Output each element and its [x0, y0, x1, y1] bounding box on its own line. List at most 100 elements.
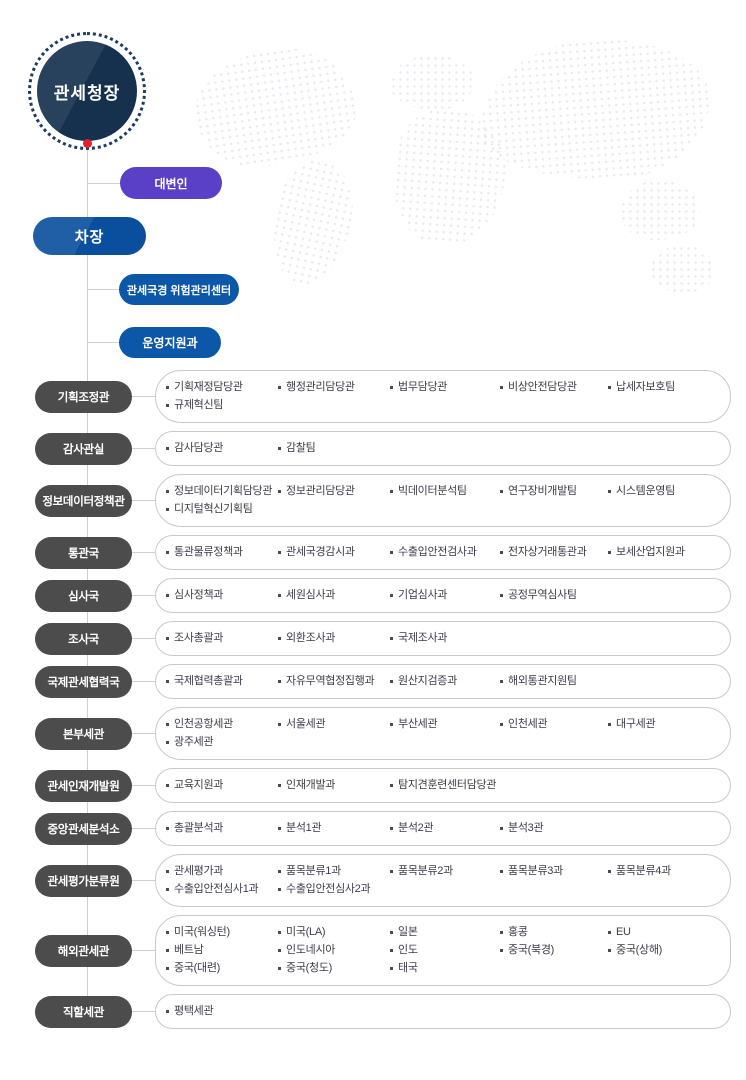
- unit-item: 광주세관: [166, 735, 278, 750]
- bullet-icon: [608, 949, 611, 952]
- department-pill: 정보데이터정책관: [35, 484, 132, 517]
- bullet-icon: [390, 723, 393, 726]
- unit-label: 중국(청도): [286, 962, 333, 974]
- bullet-icon: [278, 870, 281, 873]
- unit-label: 납세자보호팀: [616, 381, 675, 393]
- unit-item: 미국(LA): [278, 925, 390, 940]
- unit-label: 보세산업지원과: [616, 546, 685, 558]
- unit-item: EU: [608, 925, 714, 940]
- unit-item: 총괄분석과: [166, 821, 278, 836]
- department-pill: 관세인재개발원: [35, 769, 132, 802]
- unit-item: 법무담당관: [390, 380, 500, 395]
- bullet-icon: [390, 637, 393, 640]
- map-blob-asia: [475, 32, 715, 188]
- unit-label: 기업심사과: [398, 589, 448, 601]
- unit-item: 정보관리담당관: [278, 484, 390, 499]
- unit-label: 베트남: [174, 944, 204, 956]
- unit-item: 기획재정담당관: [166, 380, 278, 395]
- unit-item: 외환조사과: [278, 631, 390, 646]
- unit-item: 국제조사과: [390, 631, 500, 646]
- bullet-icon: [278, 888, 281, 891]
- unit-item: 보세산업지원과: [608, 545, 714, 560]
- unit-item: 분석1관: [278, 821, 390, 836]
- bullet-icon: [500, 680, 503, 683]
- unit-item: 일본: [390, 925, 500, 940]
- unit-label: 분석3관: [508, 822, 544, 834]
- unit-item: 서울세관: [278, 717, 390, 732]
- unit-item: 디지털혁신기획팀: [166, 502, 278, 517]
- unit-label: 서울세관: [286, 718, 326, 730]
- unit-item: 감찰팀: [278, 441, 390, 456]
- bullet-icon: [500, 386, 503, 389]
- unit-label: 시스템운영팀: [616, 485, 675, 497]
- bullet-icon: [166, 386, 169, 389]
- unit-label: 미국(LA): [286, 926, 326, 938]
- unit-label: 관세국경감시과: [286, 546, 355, 558]
- bullet-icon: [166, 508, 169, 511]
- unit-label: 총괄분석과: [174, 822, 224, 834]
- bullet-icon: [500, 723, 503, 726]
- bullet-icon: [608, 551, 611, 554]
- unit-label: 세원심사과: [286, 589, 336, 601]
- department-pill: 관세평가분류원: [35, 864, 132, 897]
- bullet-icon: [166, 741, 169, 744]
- bullet-icon: [166, 931, 169, 934]
- trunk-line: [87, 143, 88, 1005]
- connector-line: [132, 785, 155, 786]
- unit-label: 정보관리담당관: [286, 485, 355, 497]
- connector-line: [132, 552, 155, 553]
- unit-label: 부산세관: [398, 718, 438, 730]
- bullet-icon: [166, 594, 169, 597]
- unit-label: 분석1관: [286, 822, 322, 834]
- unit-label: 국제조사과: [398, 632, 448, 644]
- connector-line: [132, 1011, 155, 1012]
- bullet-icon: [278, 931, 281, 934]
- unit-item: 품목분류2과: [390, 864, 500, 879]
- unit-label: 인도: [398, 944, 418, 956]
- unit-label: 품목분류3과: [508, 865, 563, 877]
- connector-line: [132, 448, 155, 449]
- department-pill: 본부세관: [35, 717, 132, 750]
- department-pill: 중앙관세분석소: [35, 812, 132, 845]
- bullet-icon: [166, 637, 169, 640]
- unit-label: 조사총괄과: [174, 632, 224, 644]
- bullet-icon: [390, 386, 393, 389]
- bullet-icon: [500, 870, 503, 873]
- bullet-icon: [166, 827, 169, 830]
- department-pill: 직할세관: [35, 995, 132, 1028]
- bullet-icon: [278, 637, 281, 640]
- unit-label: 인재개발과: [286, 779, 336, 791]
- unit-item: 연구장비개발팀: [500, 484, 608, 499]
- unit-label: 감찰팀: [286, 442, 316, 454]
- unit-item: 비상안전담당관: [500, 380, 608, 395]
- unit-label: 품목분류2과: [398, 865, 453, 877]
- unit-label: 광주세관: [174, 736, 214, 748]
- operation-support-node: 운영지원과: [119, 327, 221, 358]
- unit-label: 외환조사과: [286, 632, 336, 644]
- unit-label: 중국(북경): [508, 944, 555, 956]
- unit-label: 디지털혁신기획팀: [174, 503, 253, 515]
- unit-label: 행정관리담당관: [286, 381, 355, 393]
- unit-item: 부산세관: [390, 717, 500, 732]
- unit-item: 원산지검증과: [390, 674, 500, 689]
- unit-item: 관세국경감시과: [278, 545, 390, 560]
- bullet-icon: [166, 404, 169, 407]
- unit-label: EU: [616, 926, 631, 938]
- unit-item: 홍콩: [500, 925, 608, 940]
- connector-line: [132, 638, 155, 639]
- unit-item: 인도네시아: [278, 943, 390, 958]
- bullet-icon: [390, 490, 393, 493]
- bullet-icon: [390, 870, 393, 873]
